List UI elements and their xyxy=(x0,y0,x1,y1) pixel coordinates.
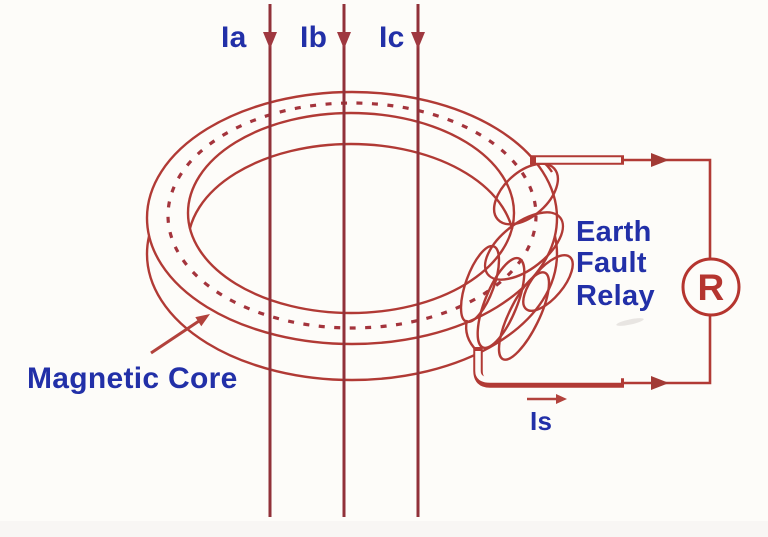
earth-fault-relay-label-line1: Earth xyxy=(576,216,652,248)
phase-label-ib: Ib xyxy=(300,21,327,54)
relay-circle xyxy=(681,257,741,317)
secondary-winding xyxy=(459,156,574,361)
winding-turn xyxy=(483,211,565,281)
earth-fault-relay-label-line2: Fault xyxy=(576,247,647,279)
paper-edge-shade xyxy=(0,521,768,537)
secondary-current-arrowhead xyxy=(556,394,567,404)
phase-label-ia: Ia xyxy=(221,21,247,54)
wire-to-relay-bottom xyxy=(621,315,712,385)
current-arrow-top-wire xyxy=(651,153,669,167)
paper-smudge xyxy=(616,318,644,326)
core-flux-dashed-ring xyxy=(166,101,538,330)
earth-fault-relay-label-line3: Relay xyxy=(576,280,655,312)
relay-circuit xyxy=(473,153,741,390)
current-arrow-bottom-wire xyxy=(651,376,669,390)
phase-current-arrow-b xyxy=(337,32,351,49)
winding-turn xyxy=(492,162,560,226)
secondary-wire-bottom-core xyxy=(475,351,621,383)
magnetic-core-pointer-arrowhead xyxy=(195,314,210,327)
phase-current-arrow-c xyxy=(411,32,425,49)
winding-lead-bottom xyxy=(464,319,478,352)
core-inner-ring xyxy=(186,111,516,315)
relay-symbol: R xyxy=(697,267,724,308)
secondary-current-label: Is xyxy=(530,406,552,436)
core-inner-wall xyxy=(188,142,514,229)
core-outer-ring xyxy=(145,90,559,346)
winding-turn xyxy=(476,256,526,350)
magnetic-core-label: Magnetic Core xyxy=(27,362,238,395)
core-bottom-edge xyxy=(145,236,559,382)
magnetic-core-torus xyxy=(145,90,559,382)
phase-conductors xyxy=(263,4,425,517)
wire-to-relay-top xyxy=(621,158,712,259)
phase-label-ic: Ic xyxy=(379,21,405,54)
annotation-arrows xyxy=(150,314,567,404)
phase-current-arrow-a xyxy=(263,32,277,49)
winding-turn xyxy=(497,271,551,361)
magnetic-core-pointer-line xyxy=(150,319,200,355)
